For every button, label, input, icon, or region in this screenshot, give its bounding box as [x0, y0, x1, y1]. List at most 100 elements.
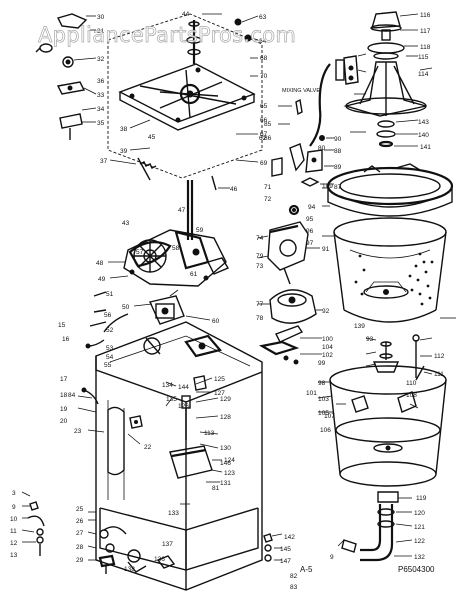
part-callout: 85	[264, 121, 272, 128]
part-callout: 67	[260, 131, 268, 138]
part-callout: 97	[306, 240, 314, 247]
part-callout: 120	[414, 510, 425, 517]
part-callout: 18	[60, 392, 68, 399]
part-callout: 84	[68, 392, 76, 399]
part-callout: 16	[62, 336, 70, 343]
part-callout: 132	[414, 554, 425, 561]
part-callout: 103	[318, 396, 329, 403]
part-callout: 112	[434, 353, 445, 360]
part-callout: 49	[98, 276, 106, 283]
part-callout: 54	[106, 354, 114, 361]
part-callout: 92	[322, 308, 330, 315]
part-callout: 47	[178, 207, 186, 214]
part-callout: 139	[354, 323, 365, 330]
part-callout: 136	[154, 556, 165, 563]
part-callout: 100	[322, 336, 333, 343]
part-callout: 60	[212, 318, 220, 325]
part-callout: 39	[120, 148, 128, 155]
basket-perforations	[354, 252, 434, 306]
part-callout: 9	[12, 504, 16, 511]
part-callout: 104	[322, 344, 333, 351]
part-callout: 77	[256, 301, 264, 308]
part-callout: 110	[406, 380, 417, 387]
part-callout: 59	[196, 227, 204, 234]
part-callout: 127	[214, 390, 225, 397]
part-callout: 32	[97, 56, 105, 63]
part-callout: 114	[418, 71, 429, 78]
part-callout: 62	[259, 135, 267, 142]
part-callout: 122	[414, 538, 425, 545]
part-callout: 138	[124, 566, 135, 573]
part-callout: 63	[259, 14, 267, 21]
part-callout: 96	[306, 228, 314, 235]
part-callout: 118	[420, 44, 431, 51]
part-callout: 108	[406, 392, 417, 399]
part-callout: 130	[220, 445, 231, 452]
part-callout: 83	[290, 584, 298, 591]
part-callouts: 30 31 32 33 34 35 36 37 38 39 43 44 45 4…	[10, 11, 445, 591]
part-callout: 129	[220, 396, 231, 403]
part-callout: 66	[260, 117, 268, 124]
part-callout: 144	[178, 384, 189, 391]
part-callout: 111	[434, 371, 444, 378]
part-callout: 116	[420, 12, 431, 19]
part-callout: 69	[260, 160, 268, 167]
mixing-valve-label: MIXING VALVE	[282, 88, 320, 94]
part-callout: 125	[214, 376, 225, 383]
part-callout: 74	[256, 235, 264, 242]
part-callout: 13	[10, 552, 18, 559]
part-callout: 146	[220, 460, 231, 467]
part-callout: 36	[97, 78, 105, 85]
mixing-valve-and-hose	[271, 53, 367, 187]
part-callout: 81	[212, 485, 220, 492]
part-callout: 143	[418, 119, 429, 126]
part-callout: 19	[60, 406, 68, 413]
part-callout: 35	[97, 120, 105, 127]
part-callout: 119	[416, 495, 427, 502]
part-callout: 68	[260, 55, 268, 62]
part-callout: 20	[60, 418, 68, 425]
part-callout: 23	[74, 428, 82, 435]
part-callout: 3	[12, 490, 16, 497]
part-callout: 56	[104, 312, 112, 319]
part-callout: 61	[190, 271, 198, 278]
part-callout: 48	[96, 260, 104, 267]
part-callout: 101	[306, 390, 317, 397]
part-callout: 17	[60, 376, 68, 383]
part-callout: 140	[418, 132, 429, 139]
part-callout: 142	[284, 534, 295, 541]
part-callout: 99	[318, 360, 326, 367]
part-callout: 9	[330, 554, 334, 561]
part-callout: 141	[420, 144, 431, 151]
part-callout: 115	[418, 54, 429, 61]
part-callout: 27	[76, 530, 84, 537]
part-callout: 46	[230, 186, 238, 193]
part-callout: 55	[104, 362, 112, 369]
part-callout: 38	[120, 126, 128, 133]
part-callout: 34	[97, 106, 105, 113]
tub-cover-and-basket	[322, 163, 456, 323]
part-callout: 93	[366, 336, 374, 343]
part-callout: 109	[322, 183, 333, 190]
part-callout: 72	[264, 196, 272, 203]
part-callout: 126	[178, 403, 189, 410]
part-callout: 45	[148, 134, 156, 141]
part-callout: 65	[260, 103, 268, 110]
part-callout: 43	[122, 220, 130, 227]
part-callout: 134	[162, 382, 173, 389]
part-callout: 82	[290, 573, 298, 580]
part-callout: 64	[259, 38, 267, 45]
part-callout: 22	[144, 444, 152, 451]
part-callout: 133	[168, 510, 179, 517]
part-callout: 123	[224, 470, 235, 477]
outer-tub-and-drain	[317, 334, 447, 562]
part-callout: 80	[318, 145, 326, 152]
part-callout: 87	[334, 184, 342, 191]
part-callout: 121	[414, 524, 425, 531]
transmission-gearcase	[89, 180, 230, 327]
part-callout: 33	[97, 92, 105, 99]
leveling-legs-and-hardware	[21, 491, 283, 574]
part-callout: 113	[204, 430, 215, 437]
mount-plate-assembly	[107, 13, 263, 191]
